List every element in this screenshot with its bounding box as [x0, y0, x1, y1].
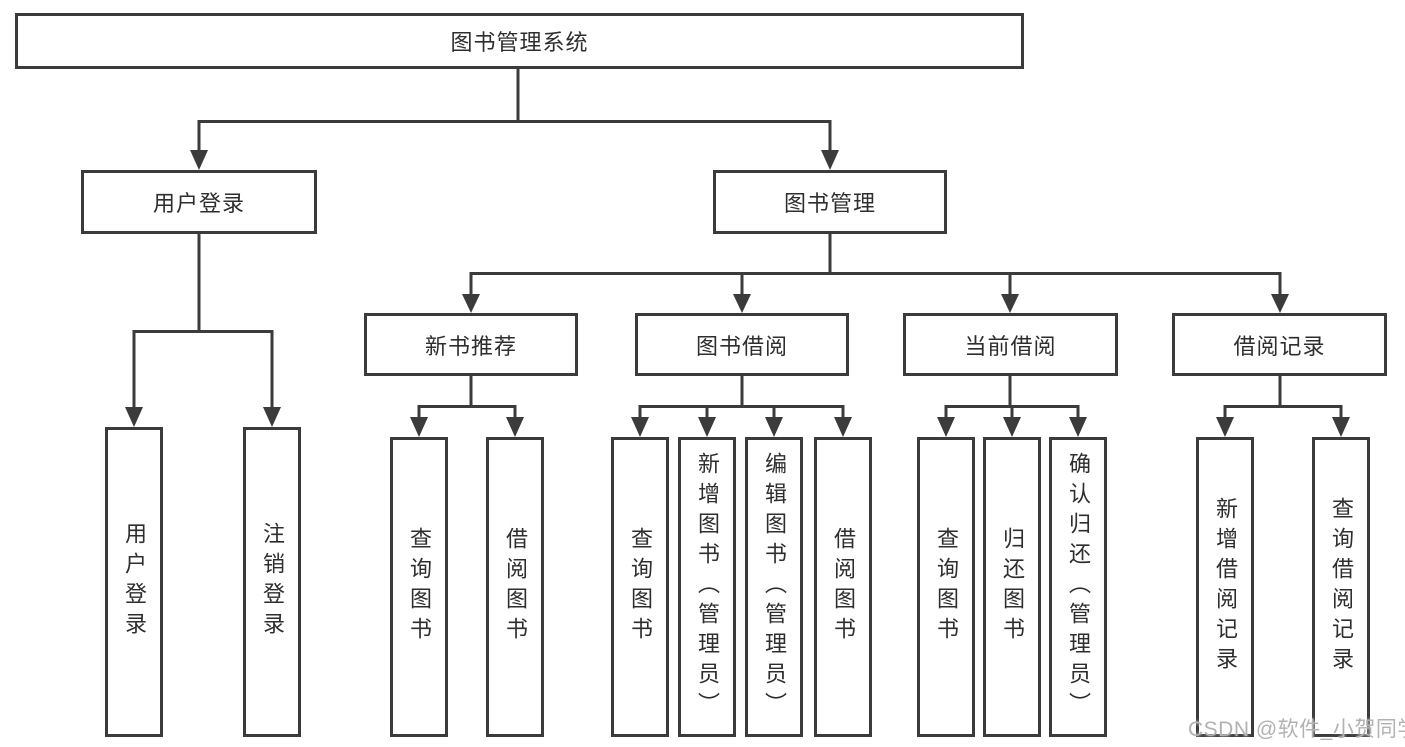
leaf-user-login: 用户登录: [105, 427, 163, 737]
leaf-records-add-record: 新增借阅记录: [1196, 437, 1254, 737]
arrowheads-userlogin-group: [125, 407, 281, 427]
arrowhead-icon: [834, 417, 852, 437]
arrowhead-icon: [125, 407, 143, 427]
leaf-borrow-edit-books-admin: 编辑图书（管理员）: [745, 437, 803, 737]
arrowheads-bookborrow-group: [631, 417, 852, 437]
arrowhead-icon: [1001, 294, 1019, 313]
arrowhead-icon: [190, 150, 208, 170]
connector-records-group: [1223, 375, 1343, 419]
arrowhead-icon: [765, 417, 783, 437]
connector-currentborrow-group: [944, 375, 1080, 419]
leaf-current-return-books: 归还图书: [983, 437, 1041, 737]
node-book-management: 图书管理: [713, 170, 947, 234]
leaf-label: 借阅图书: [831, 527, 856, 647]
leaf-label: 注销登录: [260, 522, 285, 642]
leaf-label: 借阅图书: [503, 527, 528, 647]
connector-root-to-level2: [197, 69, 832, 152]
arrowhead-icon: [506, 417, 524, 437]
arrowhead-icon: [733, 294, 751, 313]
leaf-logout: 注销登录: [243, 427, 301, 737]
leaf-label: 归还图书: [1000, 527, 1025, 647]
arrowhead-icon: [698, 417, 716, 437]
leaf-newbooks-borrow-books: 借阅图书: [486, 437, 544, 737]
node-new-book-recommend: 新书推荐: [364, 313, 578, 376]
connector-newbooks-group: [417, 375, 517, 419]
arrowhead-icon: [263, 407, 281, 427]
arrowheads-level3: [462, 294, 1289, 313]
connector-bookmgmt-to-level3: [469, 233, 1282, 295]
connector-bookborrow-group: [638, 375, 845, 419]
node-book-borrow: 图书借阅: [635, 313, 849, 376]
connector-userlogin-group: [132, 233, 274, 409]
leaf-records-query-record: 查询借阅记录: [1312, 437, 1370, 737]
arrowhead-icon: [1003, 417, 1021, 437]
leaf-current-confirm-return-admin: 确认归还（管理员）: [1049, 437, 1107, 737]
arrowhead-icon: [631, 417, 649, 437]
arrowhead-icon: [462, 294, 480, 313]
leaf-label: 确认归还（管理员）: [1066, 452, 1091, 722]
arrowheads-level2: [190, 150, 839, 170]
arrowheads-records-group: [1216, 417, 1350, 437]
csdn-watermark: CSDN @软件_小贺同学: [1188, 718, 1405, 741]
leaf-newbooks-query-books: 查询图书: [390, 437, 448, 737]
arrowhead-icon: [821, 150, 839, 170]
arrowhead-icon: [1332, 417, 1350, 437]
leaf-label: 查询借阅记录: [1329, 497, 1354, 677]
arrowhead-icon: [1216, 417, 1234, 437]
node-borrow-records: 借阅记录: [1172, 313, 1387, 376]
leaf-borrow-borrow-books: 借阅图书: [814, 437, 872, 737]
arrowheads-currentborrow-group: [937, 417, 1087, 437]
arrowhead-icon: [937, 417, 955, 437]
leaf-label: 查询图书: [628, 527, 653, 647]
leaf-borrow-query-books: 查询图书: [611, 437, 669, 737]
arrowhead-icon: [1271, 294, 1289, 313]
leaf-label: 查询图书: [934, 527, 959, 647]
leaf-label: 用户登录: [122, 522, 147, 642]
leaf-current-query-books: 查询图书: [917, 437, 975, 737]
node-current-borrow: 当前借阅: [903, 313, 1118, 376]
node-root-system: 图书管理系统: [15, 13, 1024, 69]
leaf-label: 新增图书（管理员）: [695, 452, 720, 722]
leaf-label: 查询图书: [407, 527, 432, 647]
leaf-borrow-add-books-admin: 新增图书（管理员）: [678, 437, 736, 737]
leaf-label: 编辑图书（管理员）: [762, 452, 787, 722]
arrowheads-newbooks-group: [410, 417, 524, 437]
arrowhead-icon: [410, 417, 428, 437]
node-user-login: 用户登录: [81, 170, 317, 234]
arrowhead-icon: [1069, 417, 1087, 437]
leaf-label: 新增借阅记录: [1213, 497, 1238, 677]
